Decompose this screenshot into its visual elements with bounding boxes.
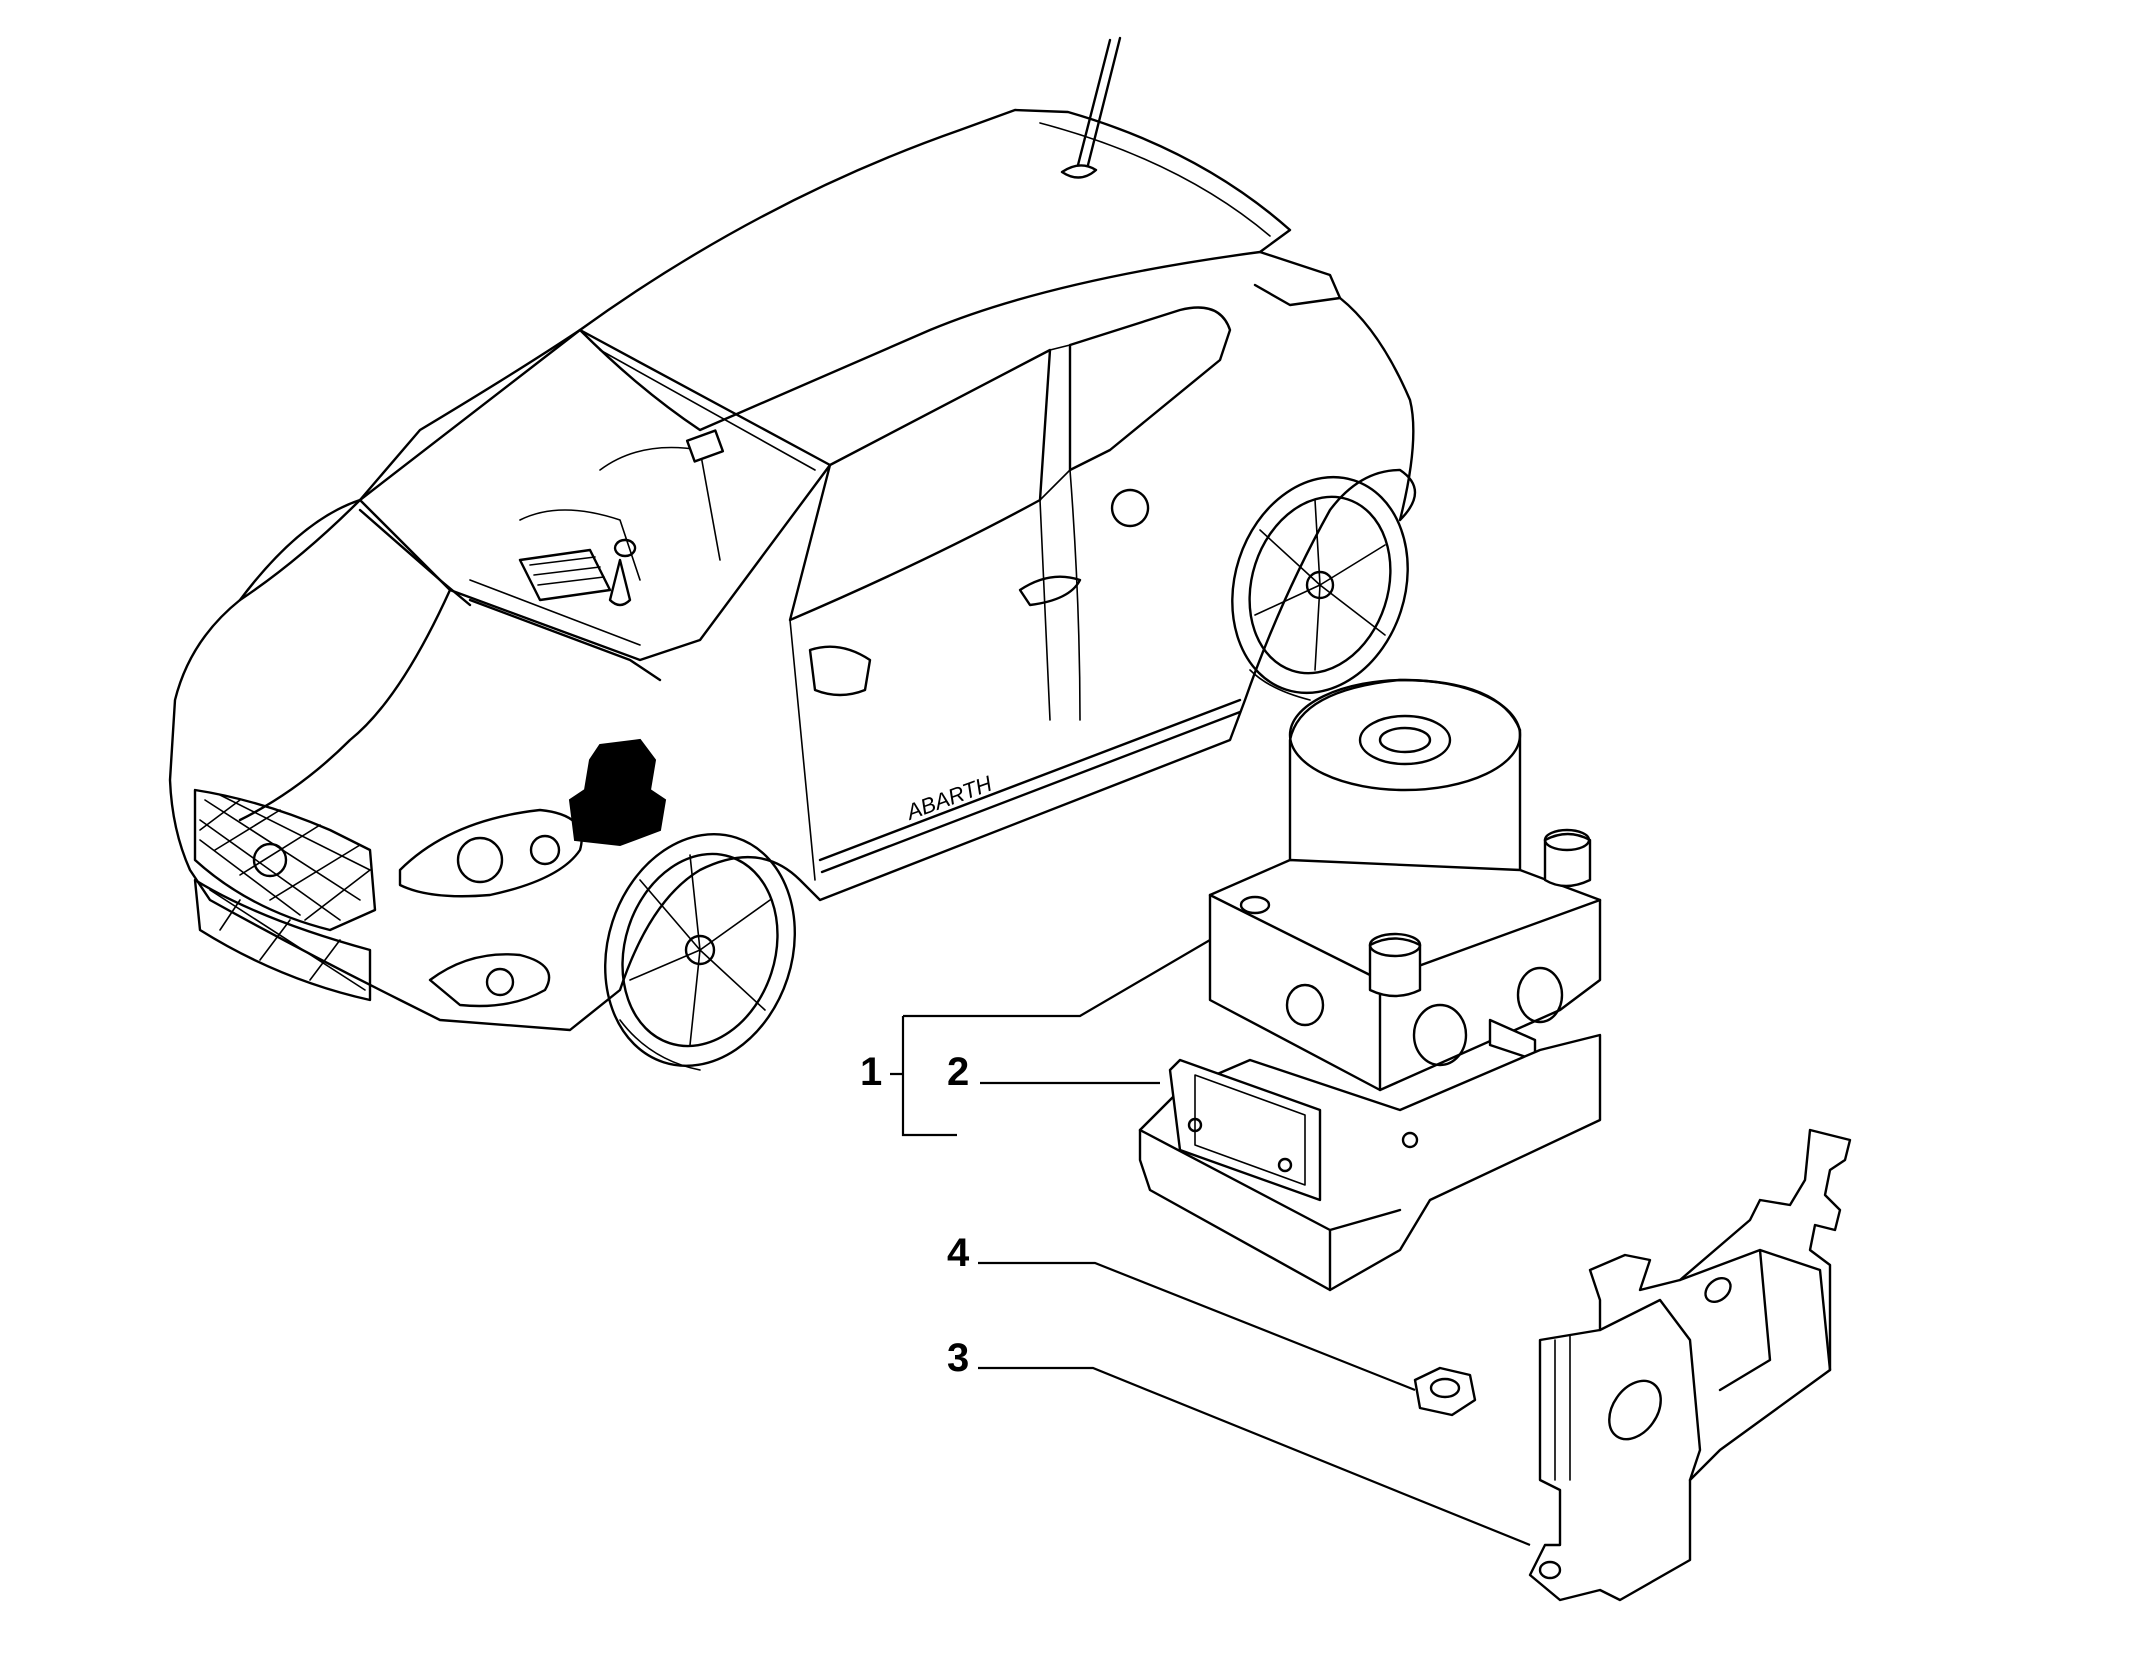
callout-4: 4 xyxy=(947,1231,970,1275)
side-window-front xyxy=(788,348,1052,622)
callout-3: 3 xyxy=(947,1336,970,1380)
car-body-outline xyxy=(168,296,1417,1032)
headlight xyxy=(398,808,583,898)
abs-modulator-unit xyxy=(1138,678,1602,1292)
bracket-group-1-2 xyxy=(890,1016,957,1137)
front-wheel xyxy=(604,833,796,1071)
rear-wheel xyxy=(1231,475,1409,701)
wiper-left xyxy=(358,508,472,607)
abarth-side-lettering: ABARTH xyxy=(901,771,995,826)
leader-1 xyxy=(903,939,1211,1018)
abs-location-highlight xyxy=(568,738,667,847)
side-mirror xyxy=(808,645,872,697)
mounting-bracket xyxy=(1528,1128,1852,1602)
car-roof xyxy=(578,108,1292,432)
side-window-rear xyxy=(1068,306,1232,472)
callout-1: 1 xyxy=(860,1050,883,1094)
antenna xyxy=(1060,36,1122,179)
callout-2: 2 xyxy=(947,1050,970,1094)
upper-grille xyxy=(193,788,377,932)
windshield xyxy=(358,328,832,662)
wiper-right xyxy=(468,598,662,682)
hood xyxy=(238,498,452,822)
leader-4 xyxy=(978,1261,1416,1392)
leader-lines xyxy=(890,939,1531,1547)
leader-3 xyxy=(978,1366,1531,1547)
lower-grille xyxy=(193,878,372,1002)
hex-nut xyxy=(1413,1366,1477,1417)
